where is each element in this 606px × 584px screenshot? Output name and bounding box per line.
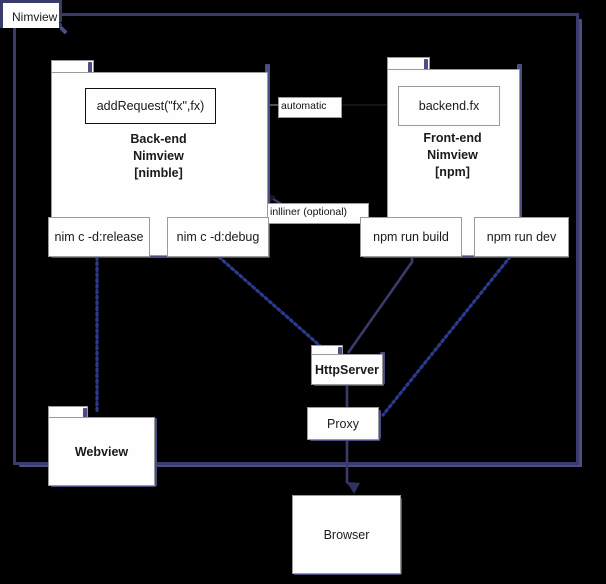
- backend-package-label: Back-end Nimview [nimble]: [51, 131, 266, 182]
- outer-frame-shadow-right: [577, 19, 582, 467]
- edge-npmbuild-to-httpserver: [346, 255, 414, 354]
- frontend-package-tab: [387, 57, 430, 71]
- webview-node[interactable]: Webview: [48, 417, 155, 486]
- edge-npmdev-to-proxy: [381, 255, 512, 417]
- outer-package-label: Nimview: [12, 10, 58, 24]
- outer-package-tab: Nimview: [0, 0, 62, 28]
- nim-debug-node[interactable]: nim c -d:debug: [167, 217, 269, 257]
- arrowhead-browser: [347, 482, 360, 494]
- outer-package-frame: [13, 13, 579, 465]
- httpserver-package-tab: [311, 345, 343, 356]
- httpserver-node[interactable]: HttpServer: [311, 354, 383, 385]
- httpserver-tab-shadow: [338, 347, 342, 357]
- proxy-node[interactable]: Proxy: [307, 407, 379, 440]
- backend-tab-shadow: [88, 62, 92, 75]
- nim-release-node[interactable]: nim c -d:release: [48, 217, 150, 257]
- backend-package-tab: [51, 60, 94, 74]
- webview-tab-shadow: [83, 408, 87, 420]
- addrequest-node[interactable]: addRequest("fx",fx): [85, 88, 216, 124]
- edge-label-automatic: automatic: [278, 97, 342, 118]
- webview-package-tab: [48, 406, 88, 419]
- npm-dev-node[interactable]: npm run dev: [474, 217, 569, 257]
- frontend-package-label: Front-end Nimview [npm]: [387, 130, 518, 181]
- frontend-tab-shadow: [424, 59, 428, 72]
- npm-build-node[interactable]: npm run build: [360, 217, 462, 257]
- browser-node[interactable]: Browser: [292, 495, 401, 574]
- backend-label-line3: [nimble]: [134, 166, 183, 180]
- edge-label-inliner: inlliner (optional): [267, 203, 369, 224]
- backendfx-node[interactable]: backend.fx: [398, 86, 500, 126]
- backend-label-line1: Back-end: [130, 132, 187, 146]
- frontend-label-line2: Nimview: [427, 148, 478, 162]
- frontend-label-line3: [npm]: [435, 165, 470, 179]
- backend-label-line2: Nimview: [133, 149, 184, 163]
- frontend-label-line1: Front-end: [423, 131, 482, 145]
- edge-nimdebug-to-httpserver: [217, 255, 329, 354]
- edge-proxy-to-browser: [345, 437, 354, 489]
